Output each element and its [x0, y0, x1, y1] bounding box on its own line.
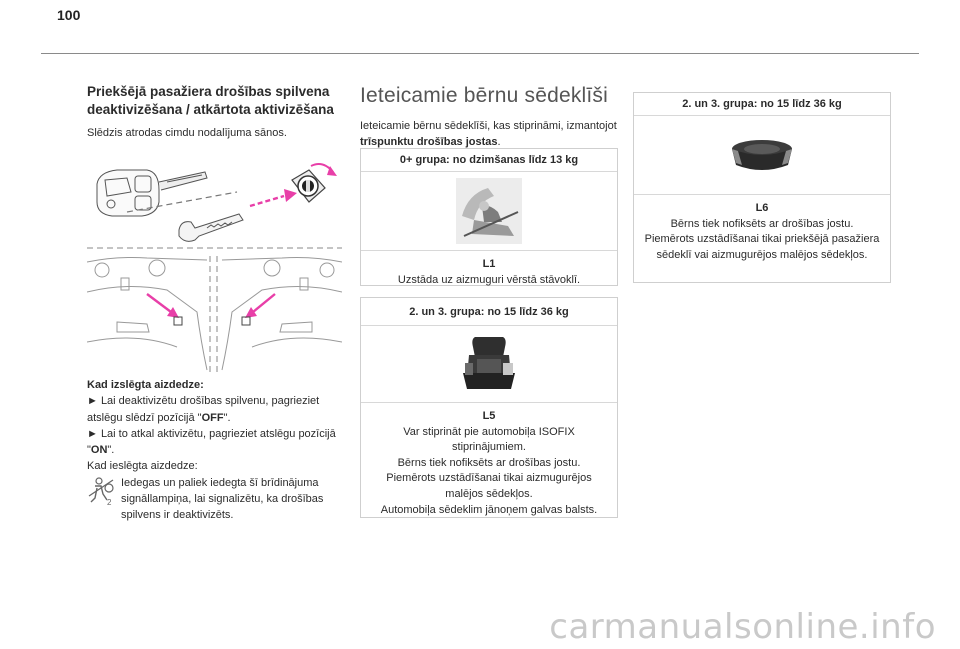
on-label: ON — [90, 444, 108, 457]
airbag-off-warning-icon: 2 — [88, 477, 114, 506]
card-image — [361, 172, 617, 251]
rotate-arrow-head — [327, 166, 337, 176]
page-number: 100 — [57, 7, 81, 23]
instructions-block: Kad izslēgta aizdedze: ► Lai deaktivizēt… — [87, 377, 345, 524]
airbag-section: Priekšējā pasažiera drošības spilvena de… — [87, 83, 342, 141]
step1-text: ► Lai deaktivizētu drošības spilvenu, pa… — [87, 395, 320, 424]
switch-marker-left — [173, 316, 183, 326]
child-seats-section: Ieteicamie bērnu sēdeklīši Ieteicamie bē… — [360, 84, 617, 150]
card-line: Var stiprināt pie automobiļa ISOFIX stip… — [403, 425, 575, 454]
ignition-off-heading: Kad izslēgta aizdedze: — [87, 379, 204, 391]
card-image — [361, 326, 617, 403]
card-line: Bērns tiek nofiksēts ar drošības jostu. — [670, 217, 854, 230]
dashed-path — [126, 191, 238, 213]
header-rule — [41, 53, 919, 54]
seat-card-l1: 0+ grupa: no dzimšanas līdz 13 kg L1 Uzs… — [360, 148, 618, 286]
magenta-arrow-shaft — [249, 194, 285, 208]
warning-text: Iedegas un paliek iedegta šī brīdinājuma… — [121, 476, 324, 522]
intro-text: Ieteicamie bērnu sēdeklīši, kas stiprinā… — [360, 120, 617, 132]
arrow-right-head — [245, 307, 257, 318]
step-deactivate: ► Lai deaktivizētu drošības spilvenu, pa… — [87, 393, 345, 426]
arrow-right-shaft — [252, 293, 276, 313]
flip-key-icon — [178, 213, 244, 242]
arrow-left-head — [167, 307, 179, 318]
seat-card-l6: 2. un 3. grupa: no 15 līdz 36 kg L6 Bērn… — [633, 92, 891, 283]
intro-suffix: . — [497, 136, 501, 148]
arrow-left-shaft — [146, 293, 172, 313]
seat-card-l5: 2. un 3. grupa: no 15 līdz 36 kg L5 Var … — [360, 297, 618, 518]
card-code: L1 — [482, 258, 496, 270]
card-line: Piemērots uzstādīšanai tikai priekšējā p… — [644, 233, 880, 261]
switch-marker-right — [241, 316, 251, 326]
airbag-switch-icon — [291, 169, 326, 203]
booster-cushion-icon — [732, 140, 792, 170]
card-line: Bērns tiek nofiksēts ar drošības jostu. — [397, 456, 581, 469]
card-header: 0+ grupa: no dzimšanas līdz 13 kg — [361, 149, 617, 172]
watermark: carmanualsonline.info — [549, 607, 936, 647]
booster-seat-with-back-icon — [463, 337, 515, 389]
rear-facing-seat-icon — [456, 178, 522, 244]
card-line: Automobiļa sēdeklim jānoņem galvas balst… — [380, 503, 598, 516]
magenta-arrow-head — [284, 189, 297, 202]
svg-text:2: 2 — [107, 498, 112, 506]
card-line: Piemērots uzstādīšanai tikai aizmugurējo… — [386, 472, 592, 500]
warning-row: 2 Iedegas un paliek iedegta šī brīdināju… — [87, 475, 345, 524]
section-title: Ieteicamie bērnu sēdeklīši — [360, 84, 608, 107]
section-heading: Priekšējā pasažiera drošības spilvena de… — [87, 84, 334, 117]
card-code: L6 — [755, 202, 769, 214]
step-reactivate: ► Lai to atkal aktivizētu, pagrieziet at… — [87, 426, 345, 459]
card-code: L5 — [482, 410, 496, 422]
step1-suffix: ". — [223, 411, 231, 424]
section-intro: Slēdzis atrodas cimdu nodalījuma sānos. — [87, 127, 287, 139]
car-key-icon — [96, 169, 208, 217]
card-body: L5 Var stiprināt pie automobiļa ISOFIX s… — [361, 403, 617, 524]
step2-text: ► Lai to atkal aktivizētu, pagrieziet at… — [87, 427, 336, 457]
card-line: Uzstāda uz aizmuguri vērstā stāvoklī. — [397, 273, 581, 286]
step2-suffix: ". — [107, 444, 115, 457]
card-body: L6 Bērns tiek nofiksēts ar drošības jost… — [634, 195, 890, 269]
key-switch-illustration — [87, 163, 342, 249]
card-header: 2. un 3. grupa: no 15 līdz 36 kg — [361, 298, 617, 326]
ignition-on-heading: Kad ieslēgta aizdedze: — [87, 460, 198, 473]
intro-bold: trīspunktu drošības jostas — [360, 136, 498, 148]
card-body: L1 Uzstāda uz aizmuguri vērstā stāvoklī. — [361, 251, 617, 294]
card-header: 2. un 3. grupa: no 15 līdz 36 kg — [634, 93, 890, 116]
card-image — [634, 116, 890, 195]
dashboard-illustration — [87, 256, 342, 372]
section-intro-2: Ieteicamie bērnu sēdeklīši, kas stiprinā… — [360, 118, 617, 150]
off-label: OFF — [201, 411, 224, 424]
